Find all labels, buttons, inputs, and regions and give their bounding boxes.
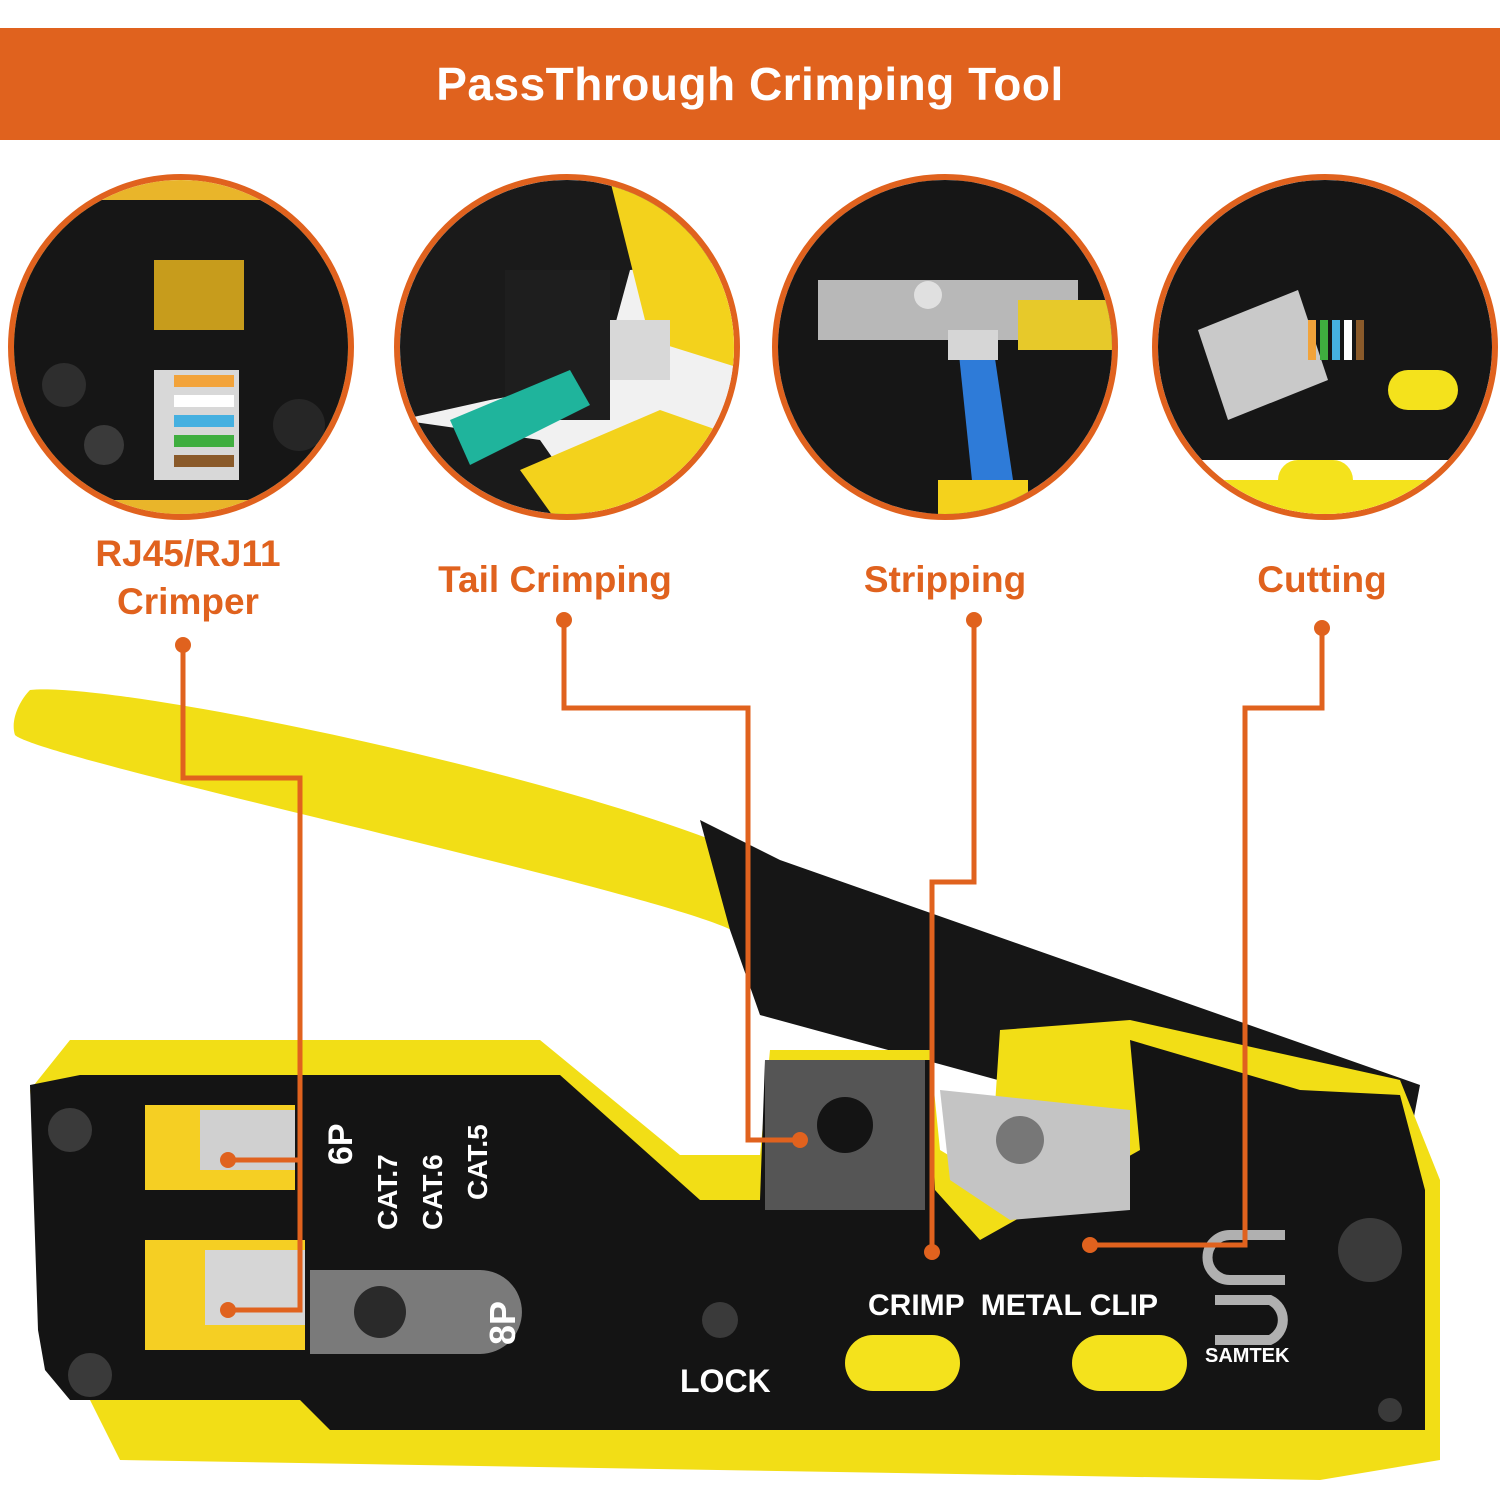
eight-p-label: 8P	[482, 1301, 523, 1345]
feature-label-cutting: Cutting	[1172, 556, 1472, 604]
blade-screw	[996, 1116, 1044, 1164]
brand-label: SAMTEK	[1205, 1345, 1290, 1367]
leader-dot	[966, 612, 982, 628]
screw-icon	[68, 1353, 112, 1397]
leader-dot	[220, 1302, 236, 1318]
tail-crimping-closeup	[394, 174, 740, 520]
samtek-logo-icon	[1202, 1230, 1288, 1345]
slider-screw	[354, 1286, 406, 1338]
feature-label-text: Tail Crimping	[438, 559, 672, 600]
leader-dots	[175, 612, 1330, 1318]
screw-icon	[1338, 1218, 1402, 1282]
feature-label-tail-crimping: Tail Crimping	[405, 556, 705, 604]
title-banner: PassThrough Crimping Tool	[0, 28, 1500, 140]
cat5-label: CAT.5	[462, 1124, 493, 1200]
yellow-pill-right	[1072, 1335, 1187, 1391]
yellow-pill-left	[845, 1335, 960, 1391]
leader-dot	[175, 637, 191, 653]
banner-title: PassThrough Crimping Tool	[436, 58, 1064, 110]
leader-lines	[180, 620, 1325, 1313]
leader-dot	[1314, 620, 1330, 636]
stripping-closeup	[772, 174, 1118, 520]
crimp-metal-clip-label: CRIMP METAL CLIP	[868, 1289, 1158, 1322]
leader-line-rj45	[180, 645, 303, 1313]
screw-icon	[48, 1108, 92, 1152]
feature-label-text: Stripping	[863, 559, 1027, 600]
leader-dot	[924, 1244, 940, 1260]
leader-dot	[792, 1132, 808, 1148]
lock-slider	[310, 1270, 522, 1354]
yellow-handle	[13, 689, 791, 935]
leader-dot	[220, 1152, 236, 1168]
leader-line-cutting	[1090, 628, 1325, 1248]
cat7-label: CAT.7	[372, 1154, 403, 1230]
cat6-label: CAT.6	[417, 1154, 448, 1230]
lock-label: LOCK	[680, 1363, 771, 1399]
lock-button	[702, 1302, 738, 1338]
eight-p-die	[205, 1250, 305, 1325]
feature-label-text: Cutting	[1257, 559, 1387, 600]
rj45-rj11-crimper-closeup	[8, 174, 354, 520]
feature-label-rj45-rj11: RJ45/RJ11 Crimper	[38, 530, 338, 626]
feature-label-stripping: Stripping	[795, 556, 1095, 604]
screw-icon	[1378, 1398, 1402, 1422]
six-p-label: 6P	[322, 1123, 360, 1165]
leader-dot	[556, 612, 572, 628]
feature-label-line1: RJ45/RJ11	[95, 533, 281, 574]
feature-label-line2: Crimper	[117, 581, 259, 622]
leader-dot	[1082, 1237, 1098, 1253]
leader-line-tail-crimping	[561, 620, 800, 1143]
leader-line-stripping	[929, 620, 977, 1252]
tail-crimp-hole	[817, 1097, 873, 1153]
